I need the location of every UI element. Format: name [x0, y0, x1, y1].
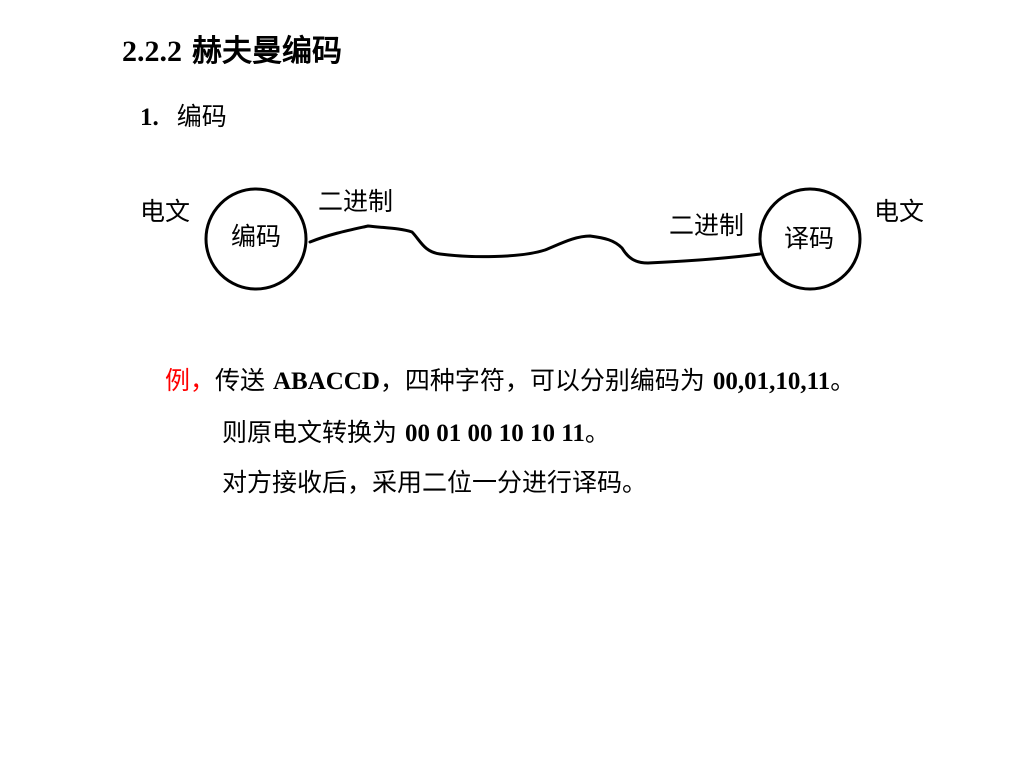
example-line1-end: 。 — [830, 366, 856, 395]
section-title: 赫夫曼编码 — [192, 34, 342, 69]
example-line1-part-a: 传送 — [215, 366, 273, 395]
section-heading: 2.2.2 赫夫曼编码 — [122, 32, 342, 72]
output-message-label: 电文 — [874, 197, 925, 226]
example-line2-end: 。 — [584, 418, 610, 447]
transmission-line — [308, 224, 762, 265]
example-line2-encoded: 00 01 00 10 10 11 — [404, 420, 585, 447]
example-line2-part-a: 则原电文转换为 — [222, 418, 405, 447]
encoder-label: 编码 — [231, 222, 282, 251]
example-line-1: 例，传送 ABACCD，四种字符，可以分别编码为 00,01,10,11。 — [165, 364, 855, 399]
example-line1-part-c: ，四种字符，可以分别编码为 — [379, 366, 713, 395]
input-message-label: 电文 — [140, 197, 191, 226]
example-line-3: 对方接收后，采用二位一分进行译码。 — [222, 468, 648, 497]
section-number: 2.2.2 — [122, 35, 182, 68]
binary-label-top: 二进制 — [318, 187, 394, 216]
example-line1-codes: 00,01,10,11 — [712, 368, 831, 395]
subsection-number: 1. — [140, 104, 159, 131]
decoder-node — [758, 187, 862, 291]
encoder-node — [204, 187, 308, 291]
subsection-title: 编码 — [176, 102, 227, 131]
example-line1-string: ABACCD — [272, 368, 380, 395]
binary-label-bottom: 二进制 — [669, 211, 745, 240]
decoder-label: 译码 — [784, 224, 835, 253]
subsection-heading: 1. 编码 — [140, 100, 227, 135]
example-prefix: 例， — [165, 366, 216, 395]
example-line-2: 则原电文转换为 00 01 00 10 10 11。 — [222, 416, 610, 451]
